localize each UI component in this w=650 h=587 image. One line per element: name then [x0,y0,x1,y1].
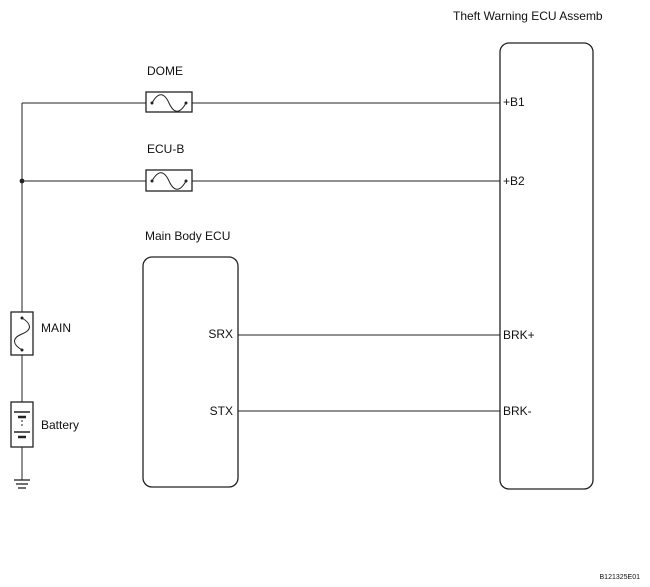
pin-stx-label: STX [210,404,233,418]
ground-symbol [14,479,30,489]
pin-srx-label: SRX [208,327,233,341]
battery: Battery [10,401,79,448]
dome-fuse-label: DOME [147,64,183,78]
dome-fuse-box [145,91,193,113]
theft-warning-ecu-box [499,42,594,490]
main-fuse-label: MAIN [41,321,71,335]
dome-fuse: DOME [145,64,193,113]
figure-code: B121325E01 [600,574,641,581]
power-wiring [19,102,500,312]
ecub-fuse-box [145,169,193,192]
pin-brk-minus-label: BRK- [503,404,532,418]
main-fuse: MAIN [10,311,71,356]
ecub-fuse-label: ECU-B [147,142,184,156]
main-fuse-element [14,317,30,351]
pin-b2-label: +B2 [503,174,525,188]
pin-brk-plus-label: BRK+ [503,328,535,342]
main-body-ecu-box [142,256,239,488]
battery-label: Battery [41,418,79,432]
theft-warning-ecu: Theft Warning ECU Assemb +B1 +B2 BRK+ BR… [453,9,603,490]
main-body-ecu-label: Main Body ECU [145,229,230,243]
main-body-ecu: Main Body ECU SRX STX [142,229,239,488]
ecub-fuse: ECU-B [145,142,193,192]
ecub-fuse-element [151,172,187,190]
pin-b1-label: +B1 [503,95,525,109]
junction-dot [19,178,25,184]
theft-warning-ecu-label: Theft Warning ECU Assemb [453,9,603,23]
dome-fuse-element [151,94,187,112]
